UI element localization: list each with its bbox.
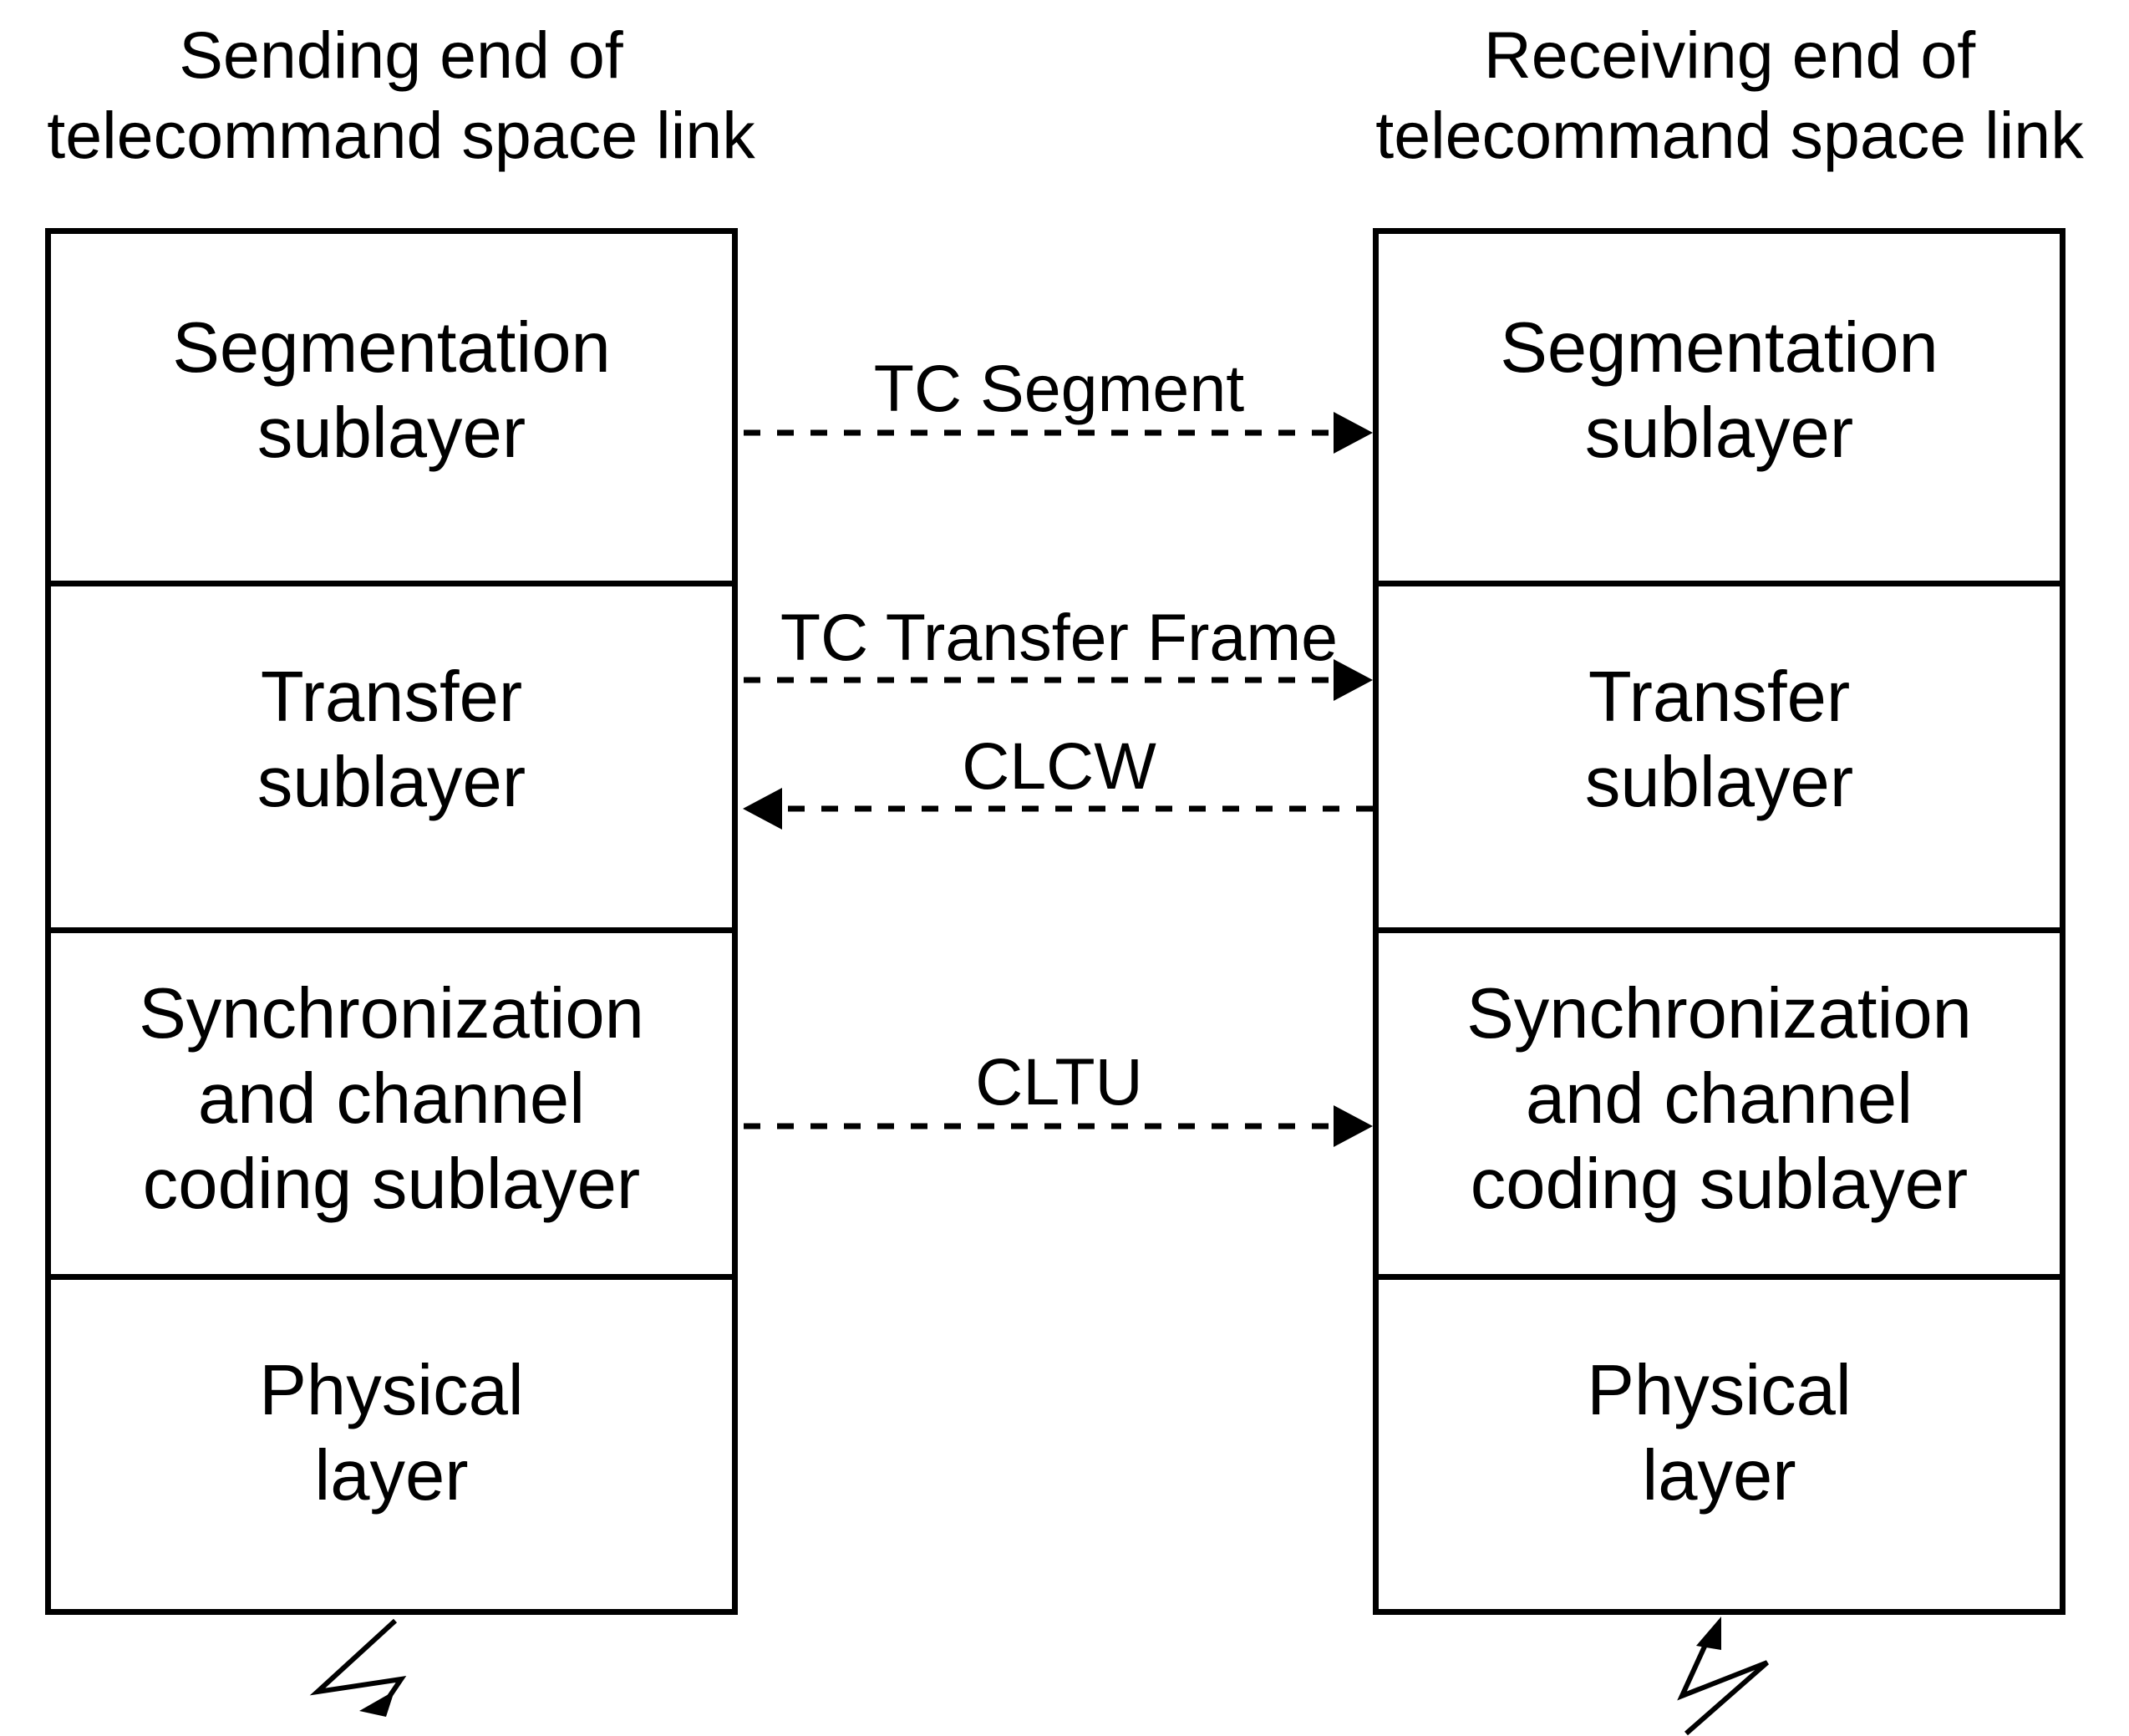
- sending-end-stack: Segmentation sublayer Transfer sublayer …: [45, 228, 738, 1615]
- transmit-radio-link-icon: [309, 1618, 407, 1717]
- sending-end-title: Sending end of telecommand space link: [47, 18, 755, 172]
- sending-transfer-sublayer: Transfer sublayer: [51, 581, 732, 927]
- sending-sync-coding-sublayer: Synchronization and channel coding subla…: [51, 927, 732, 1274]
- sending-physical-layer: Physical layer: [51, 1274, 732, 1621]
- receiving-transfer-sublayer: Transfer sublayer: [1379, 581, 2060, 927]
- cltu-arrow: [744, 1105, 1373, 1147]
- tc-segment-label: TC Segment: [873, 351, 1245, 425]
- sending-segmentation-sublayer: Segmentation sublayer: [172, 307, 611, 473]
- receiving-end-title: Receiving end of telecommand space link: [1375, 18, 2084, 172]
- clcw-label: CLCW: [962, 728, 1156, 803]
- receive-radio-link-icon: [1677, 1617, 1769, 1736]
- receiving-physical-layer: Physical layer: [1379, 1274, 2060, 1621]
- cltu-label: CLTU: [975, 1044, 1143, 1119]
- receiving-sync-coding-sublayer: Synchronization and channel coding subla…: [1379, 927, 2060, 1274]
- receiving-end-stack: Segmentation sublayer Transfer sublayer …: [1373, 228, 2065, 1615]
- tc-segment-arrow: [744, 412, 1373, 454]
- tc-transfer-frame-arrow: [744, 659, 1373, 701]
- clcw-arrow: [743, 788, 1373, 830]
- receiving-segmentation-sublayer: Segmentation sublayer: [1500, 307, 1938, 473]
- tc-transfer-frame-label: TC Transfer Frame: [780, 600, 1339, 674]
